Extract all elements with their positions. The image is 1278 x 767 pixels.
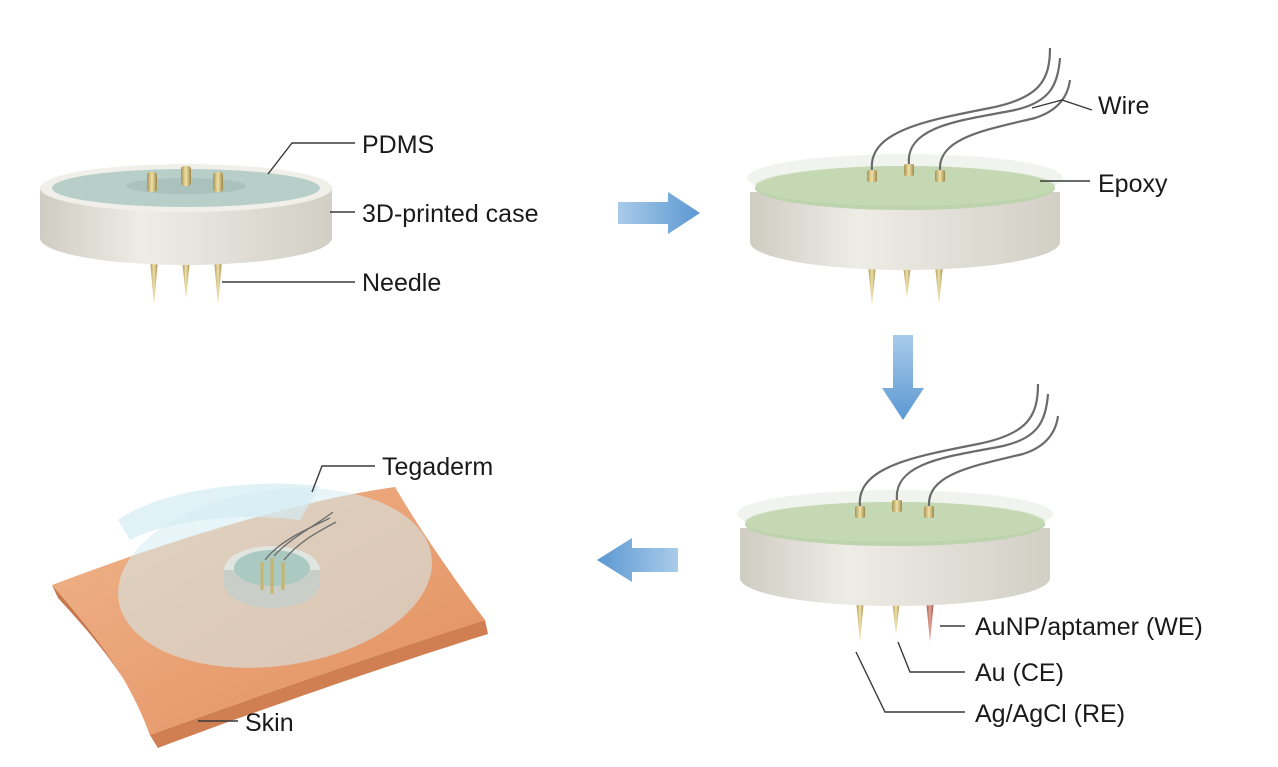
device-stage-3 (737, 383, 1060, 642)
label-3d-printed-case: 3D-printed case (362, 200, 538, 228)
leader-wire (1031, 99, 1093, 111)
label-wire: Wire (1098, 92, 1149, 120)
wires-2 (870, 47, 1072, 171)
arrow-down (882, 335, 924, 420)
wires-on-skin (264, 511, 337, 561)
leader-tegaderm (311, 465, 375, 493)
needle-group-3 (856, 600, 934, 642)
case-body-3 (740, 528, 1050, 606)
label-epoxy: Epoxy (1098, 170, 1168, 198)
ce-needle (892, 600, 900, 634)
we-needle (926, 600, 934, 642)
label-tegaderm: Tegaderm (382, 453, 493, 481)
needle-heads-3 (855, 500, 934, 518)
label-needle: Needle (362, 269, 441, 297)
wires-3 (858, 383, 1060, 507)
label-we: AuNP/aptamer (WE) (975, 613, 1203, 641)
re-needle (856, 600, 864, 642)
arrow-left (597, 538, 678, 582)
needle-heads-2 (867, 164, 945, 182)
needle-group-1 (150, 260, 222, 305)
arrow-right (618, 192, 700, 234)
leader-re (855, 651, 965, 713)
leader-ce (897, 641, 965, 673)
device-stage-1 (40, 164, 332, 305)
device-stage-2 (747, 47, 1072, 305)
needle-group-2 (868, 265, 943, 305)
leader-pdms (267, 142, 355, 175)
device-on-skin (52, 483, 488, 748)
inserted-needles (260, 558, 285, 594)
case-body-2 (750, 192, 1060, 270)
needle-heads-1 (147, 166, 223, 192)
label-pdms: PDMS (362, 131, 434, 159)
label-ce: Au (CE) (975, 659, 1064, 687)
label-skin: Skin (245, 709, 294, 737)
skin-side (52, 585, 158, 748)
label-re: Ag/AgCl (RE) (975, 700, 1125, 728)
